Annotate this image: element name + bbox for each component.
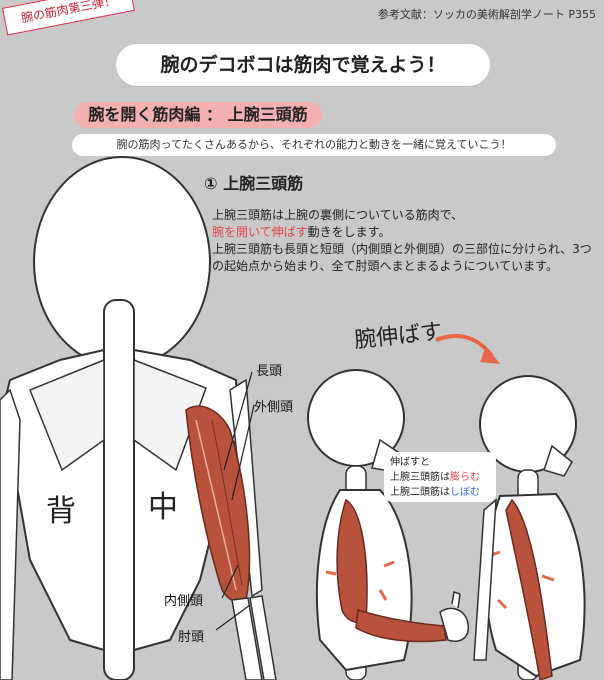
back-figure-spine	[103, 299, 135, 680]
bubble-line-2-text: 上腕三頭筋は	[390, 472, 450, 483]
bubble-line-1: 伸ばすと	[390, 457, 430, 468]
section-body: 上腕三頭筋は上腕の裏側についている筋肉で、 腕を開いて伸ばす動きをします。 上腕…	[212, 207, 598, 275]
label-olecranon: 肘頭	[178, 630, 205, 645]
label-medial-head: 内側頭	[164, 594, 204, 609]
back-figure-left-arm	[0, 388, 21, 680]
body-line-1: 上腕三頭筋は上腕の裏側についている筋肉で、	[212, 208, 464, 222]
reference-text: 参考文献：ソッカの美術解剖学ノート P355	[377, 8, 596, 21]
body-line-2: 腕を開いて伸ばす動きをします。	[212, 224, 598, 241]
bubble-line-3-text: 上腕二頭筋は	[390, 487, 450, 498]
side-figure1-fist	[439, 607, 469, 642]
back-label-char-2: 中	[148, 490, 178, 525]
label-long-head: 長頭	[256, 364, 283, 379]
page-title: 腕のデコボコは筋肉で覚えよう！	[116, 44, 490, 86]
back-figure-forearm	[231, 597, 263, 680]
section-title: ① 上腕三頭筋	[204, 174, 304, 193]
bubble-line-2: 上腕三頭筋は膨らむ	[390, 470, 490, 485]
stretch-arrow-head	[480, 346, 500, 364]
side-figure2-arm-muscle	[505, 498, 553, 680]
body-line-3: 上腕三頭筋も長頭と短頭（内側頭と外側頭）の三部位に分けられ、3つの起始点から始ま…	[212, 242, 592, 273]
back-figure-left-scapula	[29, 358, 105, 472]
label-lateral-head: 外側頭	[254, 400, 294, 415]
explanation-bubble: 伸ばすと 上腕三頭筋は膨らむ 上腕二頭筋はしぼむ	[384, 452, 496, 502]
description-banner: 腕の筋肉ってたくさんあるから、それぞれの能力と動きを一緒に覚えていこう！	[72, 134, 556, 156]
body-line-2-rest: 動きをします。	[307, 225, 391, 239]
back-figure-right-scapula	[133, 358, 207, 472]
bubble-swell-text: 膨らむ	[450, 472, 480, 483]
bubble-line-3: 上腕二頭筋はしぼむ	[390, 485, 490, 500]
side-figure1-forearm-muscle	[355, 609, 447, 643]
subtitle-badge: 腕を開く筋肉編 ： 上腕三頭筋	[74, 102, 322, 128]
bubble-shrink-text: しぼむ	[450, 487, 480, 498]
back-label-char-1: 背	[46, 494, 76, 529]
body-highlight: 腕を開いて伸ばす	[212, 225, 308, 239]
side-figure1-upper-arm-muscle	[336, 498, 368, 624]
